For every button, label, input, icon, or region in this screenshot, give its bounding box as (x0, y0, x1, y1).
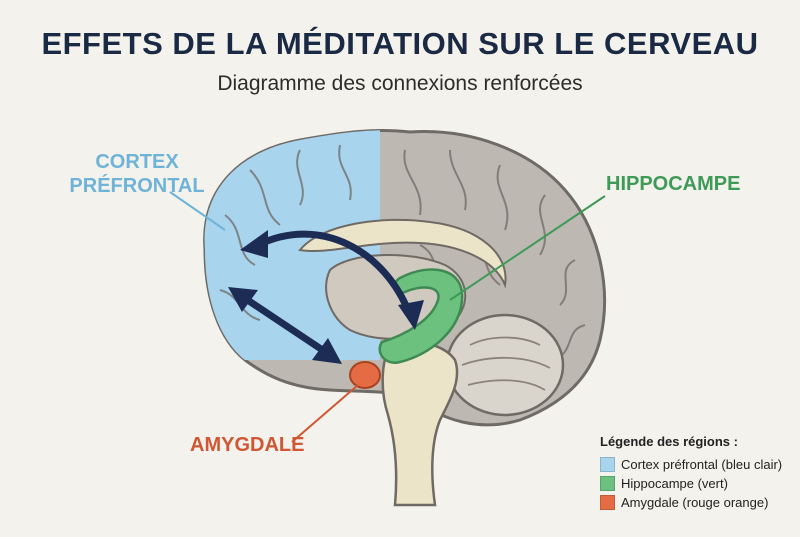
legend-item: Amygdale (rouge orange) (600, 493, 796, 512)
legend: Légende des régions : Cortex préfrontal … (600, 434, 796, 512)
cerebellum-folds (461, 336, 551, 391)
arrow-cortex-hippocampus (254, 230, 414, 319)
legend-label-cortex: Cortex préfrontal (bleu clair) (621, 457, 783, 472)
legend-swatch-hippocampus (600, 476, 615, 491)
legend-swatch-amygdala (600, 495, 615, 510)
legend-item: Cortex préfrontal (bleu clair) (600, 455, 796, 474)
leader-line-amygdala (291, 384, 359, 443)
arrow-cortex-amygdala (236, 291, 334, 359)
label-amygdala: AMYGDALE (190, 434, 305, 456)
brainstem (381, 338, 459, 507)
leader-line-hippocampus (449, 195, 606, 301)
arrowhead-hippocampus (398, 300, 424, 330)
page-subtitle: Diagramme des connexions renforcées (217, 72, 583, 95)
legend-label-amygdala: Amygdale (rouge orange) (621, 495, 769, 510)
legend-item: Hippocampe (vert) (600, 474, 796, 493)
connection-arrows (236, 230, 414, 359)
legend-swatch-cortex (600, 457, 615, 472)
arrowhead-cortex-bottom (228, 287, 258, 312)
page-title: EFFETS DE LA MÉDITATION SUR LE CERVEAU (41, 26, 759, 61)
label-hippocampus: HIPPOCAMPE (606, 173, 741, 195)
corpus-callosum (298, 218, 507, 289)
legend-title: Légende des régions : (600, 434, 738, 449)
arrowheads (228, 230, 424, 364)
legend-label-hippocampus: Hippocampe (vert) (621, 476, 728, 491)
amygdala-region (349, 361, 381, 389)
label-cortex-prefrontal: CORTEX PRÉFRONTAL (69, 151, 205, 197)
arrowhead-cortex-top (240, 230, 268, 258)
leader-line-cortex (169, 191, 226, 231)
arrowhead-amygdala (312, 338, 342, 364)
